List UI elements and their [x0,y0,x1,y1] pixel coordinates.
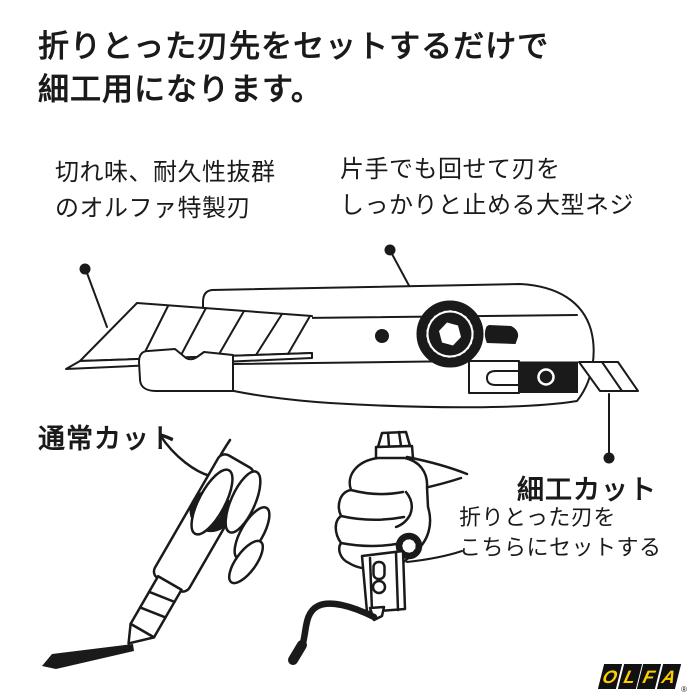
heading-line-1: 折りとった刃先をセットするだけで [38,29,550,64]
craft-blade [578,361,639,392]
page-title: 折りとった刃先をセットするだけで 細工用になります。 [38,26,549,112]
thumb [190,468,234,536]
craft-note-line-1: 折りとった刃を [459,505,616,530]
finger [224,470,262,534]
leader-dot [384,244,396,256]
craft-cut-label: 細工カット [517,475,657,505]
holder-slot [486,370,519,386]
rivet-dot [375,329,389,343]
callout-screw-line-1: 片手でも回せて刃を [340,156,561,183]
logo-letter: F [641,666,657,687]
body-seam-bottom [232,360,471,365]
grip-holder-hole [371,579,387,595]
holder-black-cap [518,361,578,393]
thumb-crease [394,490,414,529]
front-clip [138,348,234,392]
craft-grip-illustration [288,430,469,665]
dial-icon [416,300,484,368]
craft-note-line-2: こちらにセットする [459,534,662,560]
olfa-logo: O L F A ® [597,664,693,694]
olfa-logo-boxes: O L F A [597,664,693,689]
callout-special-blade: 切れ味、耐久性抜群 のオルファ特製刃 [55,155,276,227]
cut-line [42,644,134,669]
main-knife-illustration [65,244,639,464]
finger [227,539,265,585]
craft-leader-line [603,393,615,464]
dial-hex-center [439,322,461,346]
logo-letter: A [659,666,678,687]
blade-leader-line [79,263,108,328]
callout-large-screw: 片手でも回せて刃を しっかりと止める大型ネジ [340,152,634,224]
callout-blade-line-2: のオルファ特製刃 [55,195,251,222]
logo-letter: L [621,666,638,687]
grip-holder-slot [372,560,386,581]
hand-knife-blade [127,574,183,645]
leader-dot [603,452,615,464]
registered-trademark-icon: ® [681,685,687,694]
normal-cut-label: 通常カット [38,424,178,454]
leader-dot [79,263,91,275]
normal-cut-illustration [42,433,271,669]
curved-cut-line [296,600,378,654]
slider-button [484,325,519,344]
callout-blade-line-1: 切れ味、耐久性抜群 [55,159,276,186]
craft-blade-holder [468,360,639,394]
heading-line-2: 細工用になります。 [38,71,323,107]
logo-letter: O [600,666,620,687]
holder-screw-hole [537,368,555,386]
craft-note-leader-curve [406,550,463,563]
end-cap [376,430,412,449]
callout-screw-line-2: しっかりと止める大型ネジ [340,192,634,219]
craft-cut-note: 折りとった刃を こちらにセットする [459,503,662,562]
